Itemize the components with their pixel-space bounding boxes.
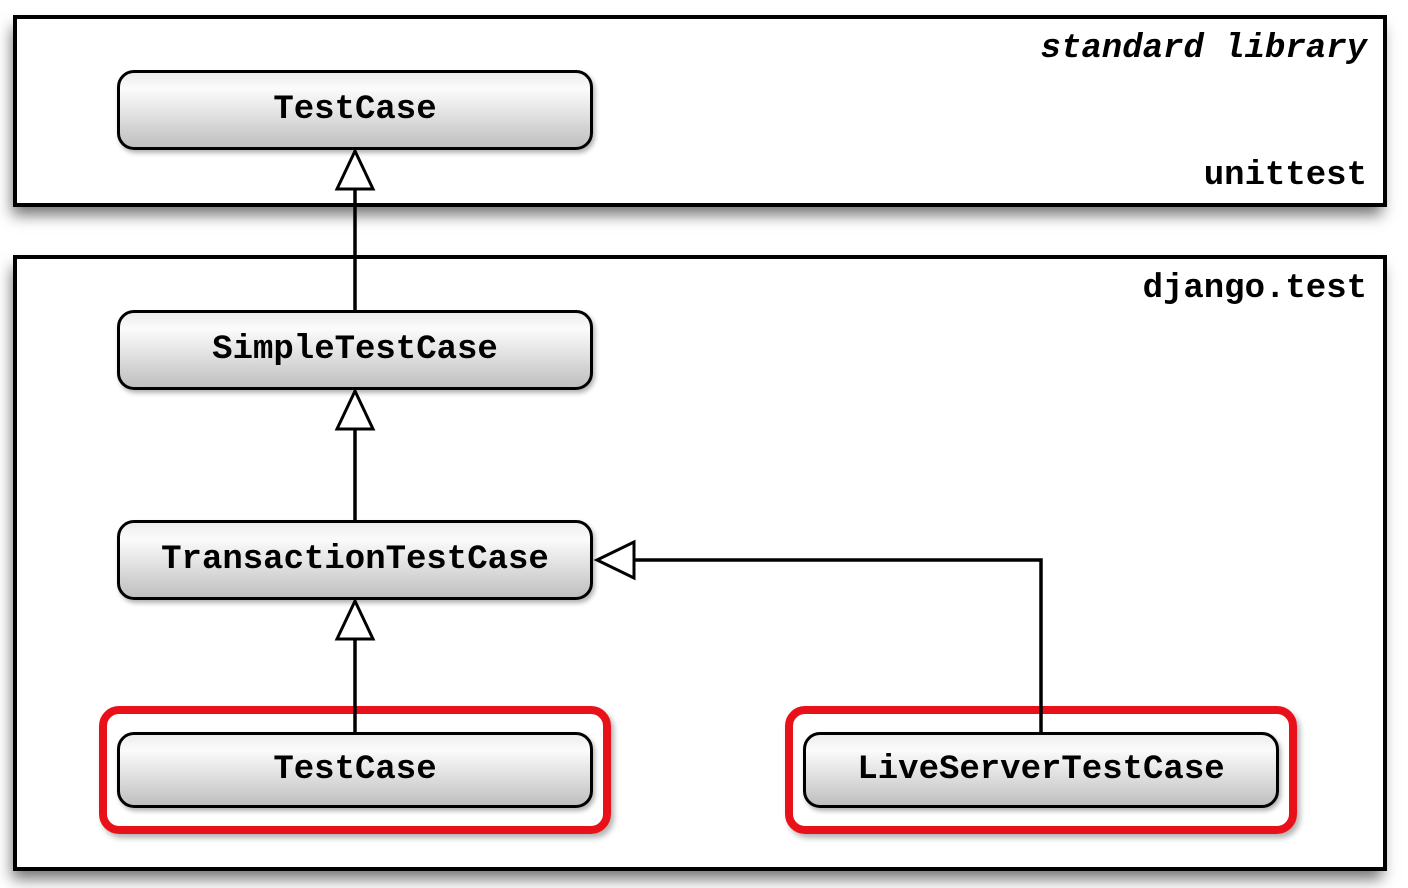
class-node-label: LiveServerTestCase <box>857 751 1225 789</box>
class-node-label: TestCase <box>273 91 437 129</box>
class-node-label: TransactionTestCase <box>161 541 549 579</box>
package-module-label-django-test: django.test <box>1142 270 1367 308</box>
class-node-transactiontestcase: TransactionTestCase <box>117 520 593 600</box>
class-node-label: TestCase <box>273 751 437 789</box>
class-node-unittest-testcase: TestCase <box>117 70 593 150</box>
class-node-simpletestcase: SimpleTestCase <box>117 310 593 390</box>
package-module-label-unittest: unittest <box>1203 156 1367 195</box>
class-node-liveservertestcase: LiveServerTestCase <box>803 732 1279 808</box>
class-node-label: SimpleTestCase <box>212 331 498 369</box>
package-category-label: standard library <box>1040 30 1367 68</box>
class-node-django-testcase: TestCase <box>117 732 593 808</box>
